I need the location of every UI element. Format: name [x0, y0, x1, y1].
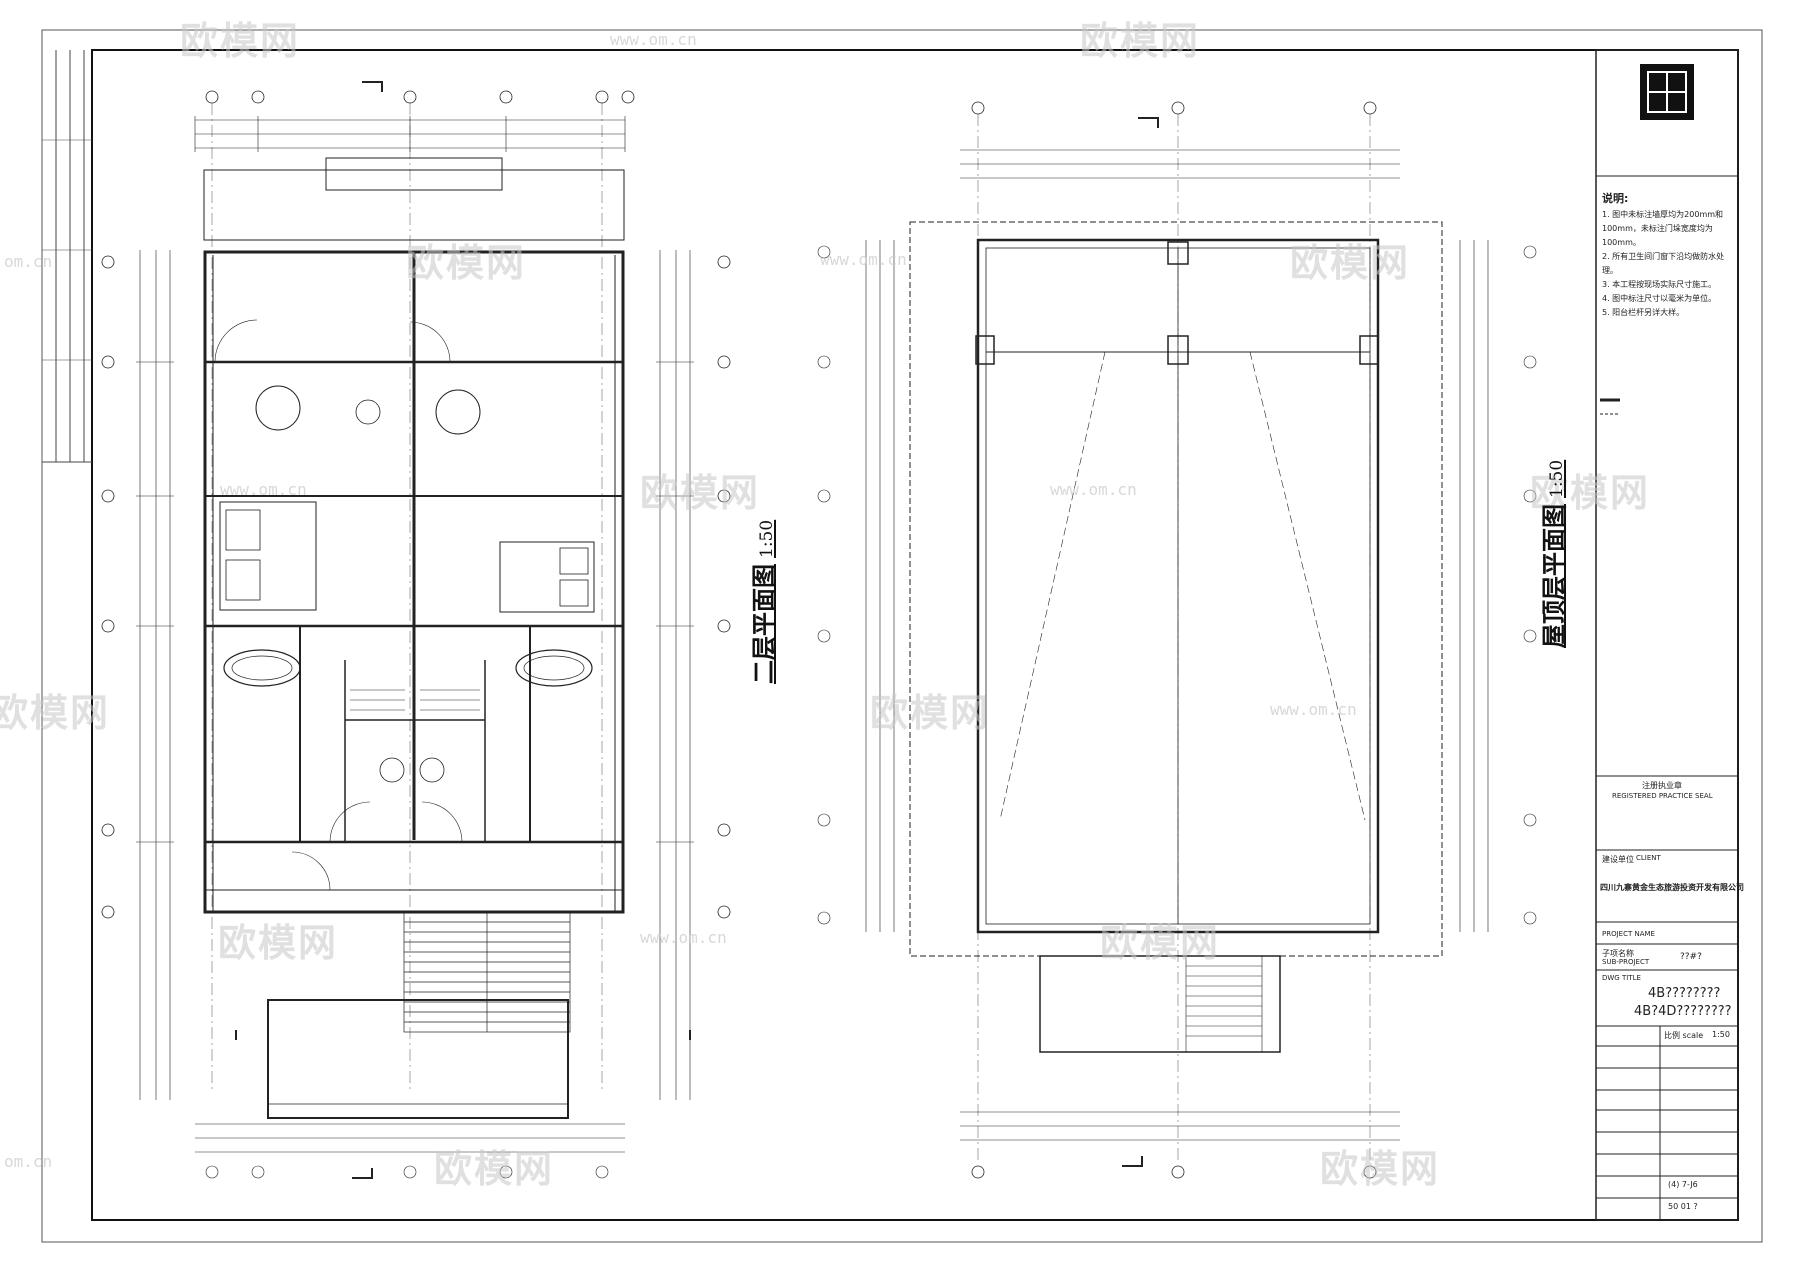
- seal-label-en: REGISTERED PRACTICE SEAL: [1612, 792, 1713, 800]
- entrance-block: [267, 999, 569, 1119]
- bed-right: [499, 541, 595, 613]
- roof-stair: [1185, 955, 1263, 1053]
- footer-number: (4) 7-J6: [1668, 1180, 1698, 1189]
- outer-border: [41, 29, 1763, 1243]
- watermark-url-6: www.om.cn: [220, 480, 307, 499]
- axis-bubbles-side: [101, 255, 731, 919]
- roof-lower-block: [1039, 955, 1281, 1053]
- watermark-logo-12: 欧模网: [1320, 1147, 1441, 1191]
- axis-bubbles-top: [205, 90, 635, 1090]
- scale-label: 比例 scale: [1664, 1031, 1704, 1040]
- client-label-en: CLIENT: [1636, 854, 1661, 862]
- slope-line-left: [999, 351, 1106, 821]
- watermark-logo-8: 欧模网: [870, 691, 991, 735]
- floor-plan-level2: [101, 81, 731, 1179]
- plan-title-level2: 二层平面图 1:50: [744, 520, 779, 684]
- watermark-logo-4: 欧模网: [1290, 241, 1411, 285]
- roof-dimension-top: [960, 149, 1400, 1141]
- watermark-url-4: www.om.cn: [1270, 700, 1357, 719]
- dimension-lines-left: [136, 250, 174, 1100]
- subproject-label-en: SUB-PROJECT: [1602, 958, 1650, 966]
- balcony-top: [203, 169, 625, 241]
- roof-parapet-outer: [909, 221, 1443, 957]
- binding-strip: [42, 50, 92, 463]
- watermark-logo-7: 欧模网: [0, 691, 111, 735]
- notes-list: 1. 图中未标注墙厚均为200mm和100mm，未标注门垛宽度均为100mm。 …: [1602, 208, 1730, 320]
- watermark-logo-10: 欧模网: [1100, 921, 1221, 965]
- dimension-lines-top: [194, 116, 626, 152]
- plan-title-level2-scale: 1:50: [757, 519, 777, 558]
- project-label-en: PROJECT NAME: [1602, 930, 1655, 938]
- roof-parapet: [976, 238, 1380, 934]
- bed-left: [219, 501, 317, 611]
- watermark-url-8: om.cn: [4, 1152, 53, 1171]
- roof-dimension-left: [817, 240, 895, 932]
- watermark-logo-5: 欧模网: [640, 471, 761, 515]
- watermark-logo-2: 欧模网: [1080, 19, 1201, 63]
- roof-plan: [817, 101, 1537, 1179]
- drawing-title-line2: 4B?4D????????: [1634, 1004, 1732, 1019]
- watermark-url-1: www.om.cn: [610, 30, 697, 49]
- note-item: 4. 图中标注尺寸以毫米为单位。: [1602, 294, 1717, 303]
- bathtub-left: [223, 649, 301, 687]
- roof-dimension-right: [1459, 240, 1537, 932]
- watermark-url-7: om.cn: [4, 252, 53, 271]
- stair: [403, 911, 571, 1033]
- note-item: 1. 图中未标注墙厚均为200mm和100mm，未标注门垛宽度均为100mm。: [1602, 210, 1724, 247]
- dimension-lines-right: [656, 250, 694, 1100]
- closet-hatch: [350, 689, 480, 711]
- note-item: 5. 阳台栏杆另详大样。: [1602, 308, 1685, 317]
- scale-value: 1:50: [1712, 1030, 1730, 1039]
- dimension-lines-bottom: [195, 1123, 625, 1179]
- inner-border: [91, 49, 1739, 1221]
- notes-heading: 说明:: [1602, 192, 1629, 205]
- subproject-label: 子项名称: [1602, 949, 1634, 958]
- watermark-logo-6: 欧模网: [1530, 471, 1651, 515]
- footer-code: 50 01 ?: [1668, 1202, 1698, 1211]
- note-item: 3. 本工程按现场实际尺寸施工。: [1602, 280, 1717, 289]
- watermark-url-3: www.om.cn: [1050, 480, 1137, 499]
- client-name: 四川九寨黄金生态旅游投资开发有限公司: [1600, 883, 1744, 892]
- bathtub-right: [515, 649, 593, 687]
- watermark-logo-11: 欧模网: [434, 1147, 555, 1191]
- title-block-frame: [1595, 49, 1739, 1221]
- drawing-title-line1: 4B????????: [1648, 986, 1721, 1001]
- seal-label: 注册执业章: [1642, 781, 1682, 790]
- plan-title-level2-text: 二层平面图: [749, 564, 778, 684]
- client-label: 建设单位: [1602, 855, 1634, 864]
- subproject-value: ??#?: [1680, 952, 1702, 962]
- watermark-url-5: www.om.cn: [640, 928, 727, 947]
- plan-title-roof-text: 屋顶层平面图: [1539, 504, 1568, 648]
- note-item: 2. 所有卫生间门窗下沿均做防水处理。: [1602, 252, 1725, 275]
- plan-title-roof: 屋顶层平面图 1:50: [1534, 460, 1569, 648]
- drawing-label-en: DWG TITLE: [1602, 974, 1641, 982]
- watermark-logo-3: 欧模网: [406, 241, 527, 285]
- slope-line-right: [1249, 351, 1366, 821]
- watermark-logo-9: 欧模网: [218, 921, 339, 965]
- watermark-url-2: www.om.cn: [820, 250, 907, 269]
- watermark-logo-1: 欧模网: [180, 19, 301, 63]
- plan-title-roof-scale: 1:50: [1547, 459, 1567, 498]
